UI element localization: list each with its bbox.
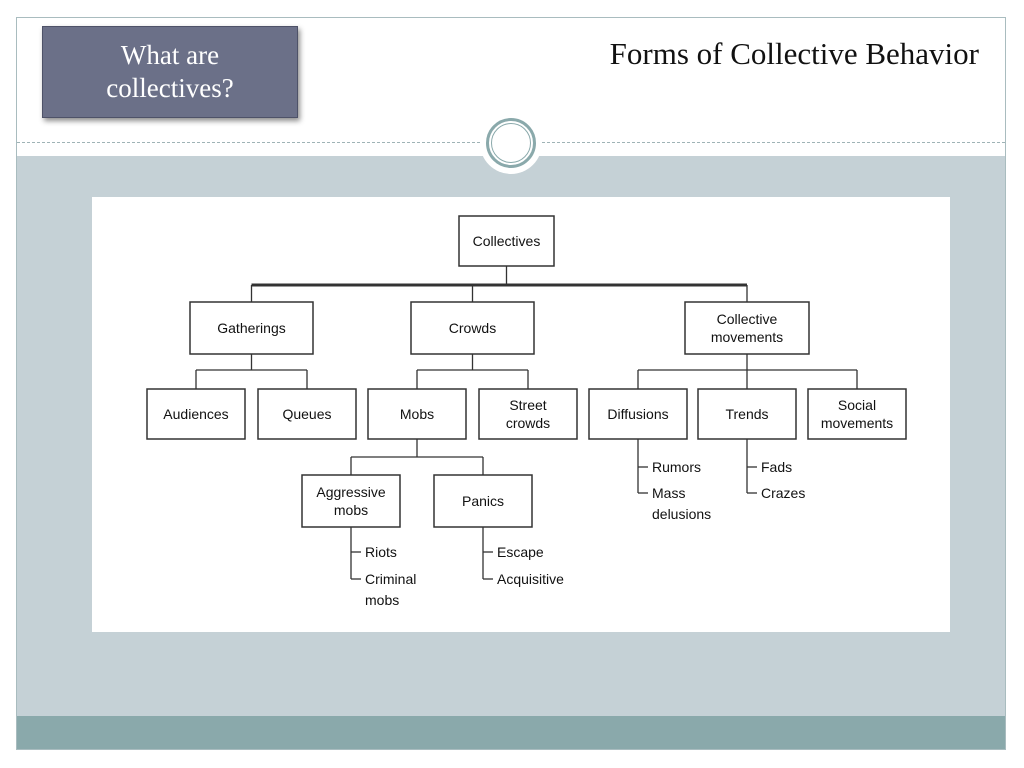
- section-title-label: What are collectives?: [106, 40, 234, 103]
- leaf-label-acquisitive: Acquisitive: [497, 571, 564, 587]
- node-label-trends: Trends: [725, 406, 768, 422]
- node-box-aggressive-mobs: [301, 474, 401, 528]
- node-label-panics: Panics: [462, 493, 504, 509]
- page-title: Forms of Collective Behavior: [609, 36, 979, 71]
- node-box-panics: [433, 474, 533, 528]
- node-label-mobs: Mobs: [400, 406, 434, 422]
- node-label-social-movements: movements: [821, 415, 893, 431]
- node-label-collective-movements: movements: [711, 329, 783, 345]
- footer-bar: [17, 716, 1005, 749]
- leaf-label-crazes: Crazes: [761, 485, 805, 501]
- node-label-aggressive-mobs: mobs: [334, 502, 368, 518]
- node-box-social-movements: [807, 388, 907, 440]
- leaf-label-fads: Fads: [761, 459, 792, 475]
- node-box-crowds: [410, 301, 535, 355]
- leaf-label-mass-delusions: delusions: [652, 506, 711, 522]
- leaf-label-criminal-mobs: Criminal: [365, 571, 416, 587]
- node-label-collective-movements: Collective: [717, 311, 778, 327]
- node-box-gatherings: [189, 301, 314, 355]
- node-label-crowds: Crowds: [449, 320, 496, 336]
- node-label-social-movements: Social: [838, 397, 876, 413]
- node-box-trends: [697, 388, 797, 440]
- node-label-collectives: Collectives: [473, 233, 541, 249]
- node-label-street-crowds: crowds: [506, 415, 550, 431]
- section-title-box: What are collectives?: [42, 26, 298, 118]
- node-label-street-crowds: Street: [509, 397, 546, 413]
- node-box-collective-movements: [684, 301, 810, 355]
- node-box-diffusions: [588, 388, 688, 440]
- node-label-queues: Queues: [282, 406, 331, 422]
- leaf-label-riots: Riots: [365, 544, 397, 560]
- node-label-audiences: Audiences: [163, 406, 228, 422]
- leaf-label-rumors: Rumors: [652, 459, 701, 475]
- leaf-label-escape: Escape: [497, 544, 544, 560]
- ornament-ring-inner: [491, 123, 531, 163]
- node-box-audiences: [146, 388, 246, 440]
- node-box-queues: [257, 388, 357, 440]
- node-box-collectives: [458, 215, 555, 267]
- node-box-street-crowds: [478, 388, 578, 440]
- node-label-gatherings: Gatherings: [217, 320, 285, 336]
- leaf-label-criminal-mobs: mobs: [365, 592, 399, 608]
- node-label-aggressive-mobs: Aggressive: [316, 484, 385, 500]
- leaf-label-mass-delusions: Mass: [652, 485, 685, 501]
- node-box-mobs: [367, 388, 467, 440]
- node-label-diffusions: Diffusions: [607, 406, 668, 422]
- ornament-ring-outer: [486, 118, 536, 168]
